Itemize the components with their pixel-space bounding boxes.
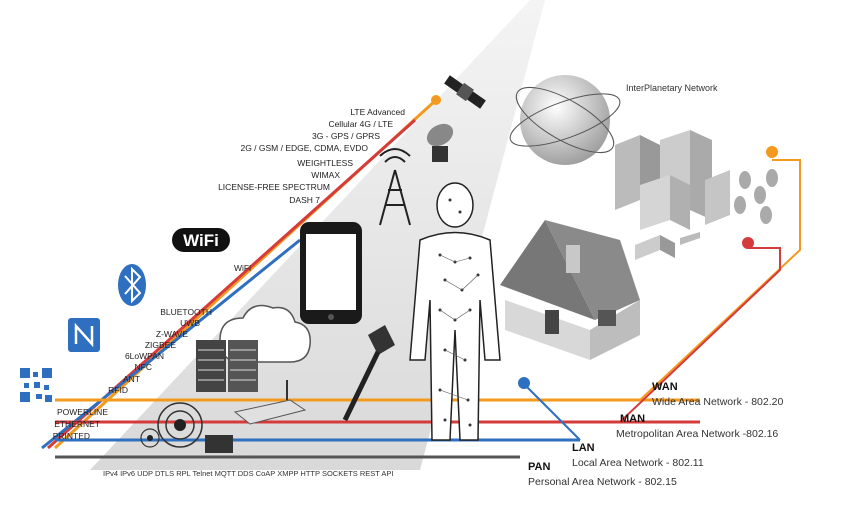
horizontal-network-lines [55, 398, 700, 459]
wan-path [639, 146, 801, 401]
short-range-label: Z-WAVE [156, 329, 188, 339]
wireless-labels: LTE Advanced Cellular 4G / LTE 3G - GPS … [218, 107, 405, 205]
short-range-label: ANT [123, 374, 140, 384]
interplanetary-label: InterPlanetary Network [626, 83, 718, 93]
short-range-label: NFC [135, 362, 152, 372]
trees-icon [734, 169, 778, 224]
man-subtitle: Metropolitan Area Network -802.16 [616, 428, 778, 440]
cell-tower-icon [379, 148, 411, 226]
wired-label: POWERLINE [57, 407, 108, 417]
server-rack-icon [196, 340, 258, 392]
short-range-label: RFID [108, 385, 128, 395]
orange-node [431, 95, 441, 105]
ethernet-plug-icon [342, 325, 395, 422]
man-path [619, 237, 781, 423]
wireless-label: LTE Advanced [350, 107, 405, 117]
line-blue-diagonal [41, 238, 301, 450]
wifi-label: WiFi [234, 263, 251, 273]
short-range-label: UWB [180, 318, 200, 328]
wireless-label: WEIGHTLESS [297, 158, 353, 168]
router-icon [233, 380, 307, 425]
wan-title: WAN [652, 381, 678, 393]
bluetooth-icon [118, 264, 146, 306]
interplanetary-globe-icon [509, 75, 621, 165]
wifi-logo-icon: WiFi [172, 228, 230, 252]
nfc-icon [68, 318, 100, 352]
protocols-label: IPv4 IPv6 UDP DTLS RPL Telnet MQTT DDS C… [103, 469, 394, 478]
wired-labels: POWERLINE ETHERNET PRINTED [53, 407, 109, 441]
smartphone-icon [300, 222, 362, 324]
lan-subtitle: Local Area Network - 802.11 [572, 457, 704, 469]
wifi-logo-text: WiFi [183, 231, 219, 250]
pan-subtitle: Personal Area Network - 802.15 [528, 476, 677, 488]
wired-label: PRINTED [53, 431, 90, 441]
short-range-label: ZIGBEE [145, 340, 177, 350]
chip-icon [205, 435, 233, 453]
wired-label: ETHERNET [54, 419, 100, 429]
network-labels: WAN Wide Area Network - 802.20 MAN Metro… [528, 381, 783, 488]
sensor-speaker-icon [140, 402, 203, 448]
wireless-label: LICENSE-FREE SPECTRUM [218, 182, 330, 192]
short-range-labels: BLUETOOTH UWB Z-WAVE ZIGBEE 6LoWPAN NFC … [108, 307, 212, 395]
wireless-label: DASH 7 [289, 195, 320, 205]
city-buildings-icon [615, 130, 730, 230]
short-range-label: BLUETOOTH [160, 307, 212, 317]
truck-icon [635, 232, 700, 260]
short-range-label: 6LoWPAN [125, 351, 164, 361]
wan-subtitle: Wide Area Network - 802.20 [652, 396, 783, 408]
wireless-label: WIMAX [311, 170, 340, 180]
lan-title: LAN [572, 442, 595, 454]
satellite-dish-icon [426, 123, 454, 162]
wireless-label: 3G - GPS / GPRS [312, 131, 380, 141]
wireless-label: 2G / GSM / EDGE, CDMA, EVDO [240, 143, 368, 153]
satellite-icon [444, 75, 486, 109]
qr-code-icon [20, 368, 52, 402]
lan-path [518, 377, 581, 441]
wireless-label: Cellular 4G / LTE [328, 119, 393, 129]
pan-title: PAN [528, 461, 550, 473]
house-icon [500, 220, 640, 360]
man-title: MAN [620, 413, 645, 425]
person-silhouette [409, 182, 501, 441]
